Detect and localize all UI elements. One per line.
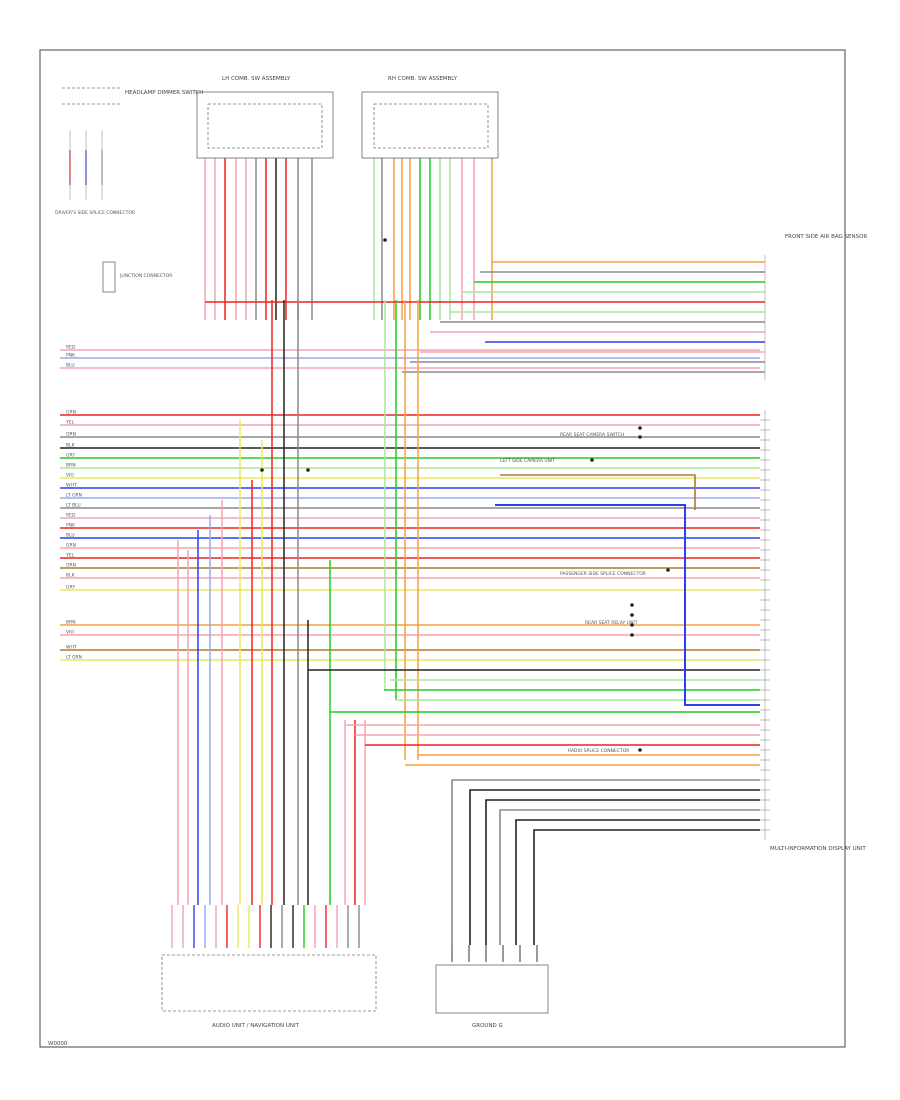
splice-dot	[260, 468, 264, 472]
right-mid-label-3: PASSENGER SIDE SPLICE CONNECTOR	[560, 571, 646, 577]
right-combo-switch-inner	[373, 103, 489, 149]
wire-color-tag: RED	[66, 513, 76, 519]
right-top-unit-label: FRONT SIDE AIR BAG SENSOR	[785, 234, 867, 240]
wire-ground-run	[469, 789, 760, 945]
wire-color-tag: BLU	[66, 533, 75, 539]
left-combo-switch-box	[196, 91, 334, 159]
wire-color-tag: BRN	[66, 463, 76, 469]
wire-color-tag: BLK	[66, 443, 76, 449]
main-unit-label: MULTI-INFORMATION DISPLAY UNIT	[770, 846, 866, 852]
right-mid-label-2: LEFT SIDE CAMERA UNIT	[500, 458, 555, 464]
diagram-frame	[39, 49, 846, 1048]
right-mid-label-5: RADIO SPLICE CONNECTOR	[568, 748, 629, 754]
wire-color-tag: YEL	[65, 420, 75, 426]
right-mid-label-4: REAR SEAT RELAY UNIT	[585, 620, 638, 626]
wire-color-tag: LT BLU	[66, 503, 81, 509]
wire-color-tag: VIO	[66, 473, 74, 479]
bottom-center-unit-box	[435, 964, 549, 1014]
wire-color-tag: ORN	[66, 432, 76, 438]
wire-color-tag: BRN	[66, 620, 76, 626]
wire-brown-loop	[500, 474, 696, 510]
top-left-connector-label: DRIVER'S SIDE SPLICE CONNECTOR	[55, 210, 135, 216]
right-mid-label-1: REAR SEAT CAMERA SWITCH	[560, 432, 624, 438]
bottom-left-unit-box	[161, 954, 377, 1012]
right-combo-switch-label: RH COMB. SW ASSEMBLY	[388, 76, 458, 82]
fuse-symbol	[102, 261, 116, 293]
splice-dot	[630, 623, 634, 627]
fuse-label: JUNCTION CONNECTOR	[119, 273, 172, 279]
left-combo-switch: LH COMB. SW ASSEMBLY	[196, 76, 334, 159]
wire-color-tag: GRN	[66, 543, 76, 549]
wire-color-tag: GRN	[66, 410, 76, 416]
wire-color-tag: WHT	[66, 483, 77, 489]
wire-color-tag: BLU	[66, 363, 75, 369]
splice-dot	[590, 458, 594, 462]
splice-dot	[383, 238, 387, 242]
wire-layer: RED PNK BLU GRN YEL ORN BLK GRY BRN VIO WHT LT GRN L…	[60, 150, 770, 962]
wire-ground-run	[515, 819, 760, 945]
left-combo-switch-inner	[207, 103, 323, 149]
wire-ground-run	[485, 799, 760, 945]
left-combo-switch-label: LH COMB. SW ASSEMBLY	[222, 76, 291, 82]
bottom-left-unit-label: AUDIO UNIT / NAVIGATION UNIT	[212, 1023, 300, 1029]
splice-dot	[306, 468, 310, 472]
wire-color-tag: ORN	[66, 563, 76, 569]
right-combo-switch-box	[361, 91, 499, 159]
splice-dot	[638, 426, 642, 430]
right-combo-switch: RH COMB. SW ASSEMBLY	[361, 76, 499, 159]
bottom-center-unit-label: GROUND G	[472, 1023, 503, 1029]
wire-color-tag: LT GRN	[66, 493, 82, 499]
splice-dot	[666, 568, 670, 572]
top-left-note: HEADLAMP DIMMER SWITCH	[125, 90, 203, 96]
wire-color-tag: GRY	[66, 585, 75, 591]
wire-color-tag: BLK	[66, 573, 76, 579]
wire-ground-run	[451, 779, 760, 945]
footer-code: W0000	[48, 1041, 68, 1047]
splice-dot	[638, 435, 642, 439]
wire-ground-run	[533, 829, 760, 945]
splice-dot	[630, 633, 634, 637]
wire-color-tag: PNK	[66, 353, 76, 359]
wire-color-tag: RED	[66, 345, 76, 351]
wire-color-tag: YEL	[65, 553, 75, 559]
splice-dot	[630, 613, 634, 617]
wire-color-tag: LT GRN	[66, 655, 82, 661]
wire-blue-loop	[495, 504, 760, 706]
wire-color-tag: PNK	[66, 523, 76, 529]
splice-dot	[638, 748, 642, 752]
splice-dot	[630, 603, 634, 607]
wire-ground-run	[499, 809, 760, 945]
wire-color-tag: GRY	[66, 453, 75, 459]
wire-color-tag: VIO	[66, 630, 74, 636]
wire-color-tag: WHT	[66, 645, 77, 651]
top-left-splice-area: HEADLAMP DIMMER SWITCH DRIVER'S SIDE SPL…	[55, 87, 203, 293]
